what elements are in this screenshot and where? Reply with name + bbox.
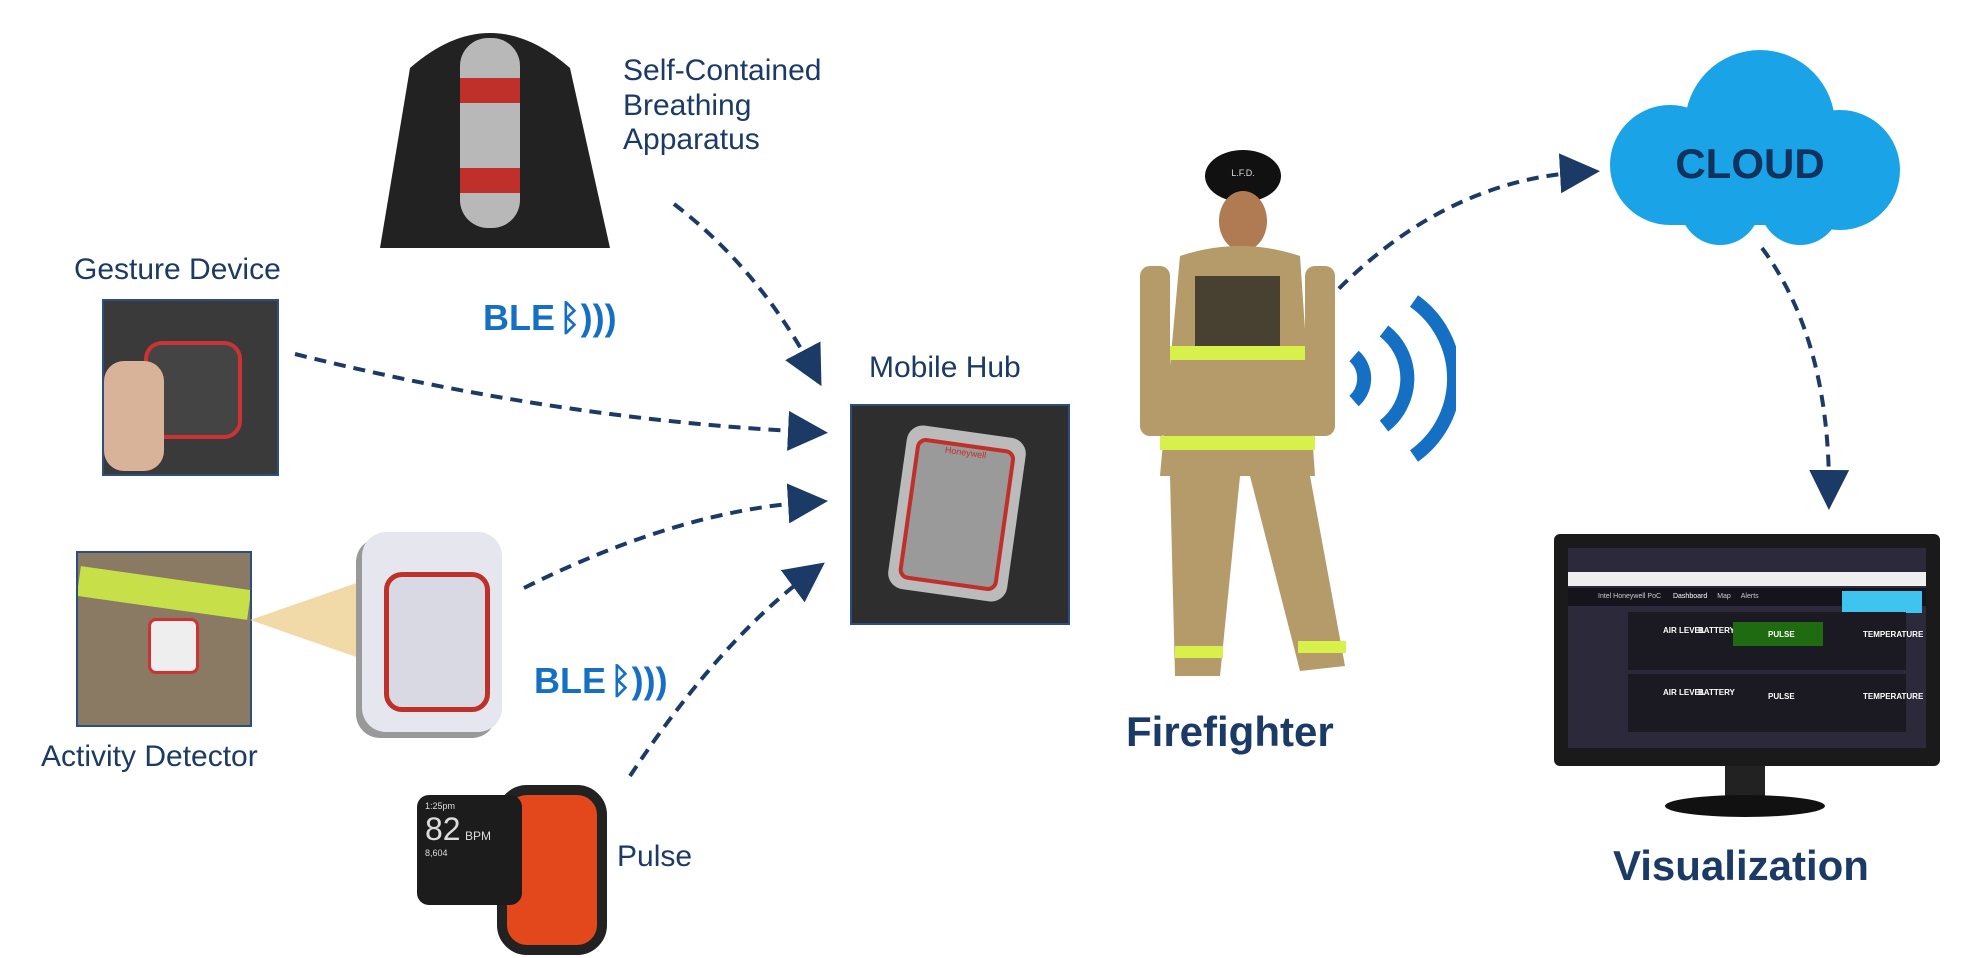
cloud-label: CLOUD — [1675, 140, 1825, 187]
mobile-hub-photo: Honeywell — [850, 404, 1070, 625]
helmet-text: L.F.D. — [1231, 168, 1255, 178]
monitor: Intel Honeywell PoC Dashboard Map Alerts… — [1554, 534, 1940, 766]
visualization-label: Visualization — [1613, 842, 1869, 889]
bluetooth-icon: ᛒ))) — [559, 297, 617, 338]
ble-label: BLE — [483, 297, 555, 338]
arrow-gesture-to-hub — [294, 352, 828, 451]
watch-time: 1:25pm — [425, 801, 456, 811]
cloud-icon — [1610, 50, 1900, 245]
arrow-scba-to-hub — [672, 202, 822, 387]
pulse-label: Pulse — [617, 840, 693, 873]
air-level: AIR LEVEL — [1663, 688, 1705, 697]
watch-steps: 8,604 — [425, 848, 448, 858]
watch-bpm: 82 — [425, 811, 461, 847]
ble-label: BLE — [534, 660, 606, 701]
monitor-neck — [1725, 766, 1765, 796]
scba-label-line: Self-Contained — [623, 54, 822, 87]
scba-label: Self-Contained Breathing Apparatus — [623, 54, 821, 158]
scba-label-line: Breathing — [623, 88, 752, 122]
bluetooth-icon: ᛒ))) — [610, 660, 668, 701]
wireless-signal-icon — [1349, 295, 1456, 462]
monitor-row[interactable]: AIR LEVEL BATTERY PULSE TEMPERATURE — [1628, 612, 1923, 670]
mobile-hub-label: Mobile Hub — [869, 351, 1021, 384]
hub-brand: Honeywell — [897, 436, 1017, 593]
arrow-activity-to-hub — [523, 483, 828, 590]
activity-detector-label: Activity Detector — [41, 740, 258, 773]
battery: BATTERY — [1698, 626, 1735, 635]
watch-bpm-unit: BPM — [465, 829, 492, 843]
pulse-watch: 1:25pm 82 BPM 8,604 — [407, 775, 607, 955]
arrow-pulse-to-hub — [628, 562, 825, 778]
firefighter-label: Firefighter — [1126, 708, 1334, 755]
monitor-screen: Intel Honeywell PoC Dashboard Map Alerts… — [1568, 548, 1926, 748]
battery: BATTERY — [1698, 688, 1735, 697]
tab-alerts[interactable]: Alerts — [1740, 593, 1759, 600]
scba-image — [340, 8, 640, 253]
firefighter-image: L.F.D. — [1100, 146, 1375, 694]
gesture-device-photo — [102, 299, 279, 476]
temperature-field: TEMPERATURE — [1863, 692, 1924, 701]
zoom-beam — [250, 580, 365, 660]
app-title: Intel Honeywell PoC — [1598, 593, 1662, 600]
pulse-field: PULSE — [1768, 692, 1795, 701]
gesture-device-label: Gesture Device — [74, 253, 281, 286]
arrow-firefighter-to-cloud — [1323, 153, 1600, 305]
tab-dashboard[interactable]: Dashboard — [1672, 593, 1708, 600]
scba-label-line: Apparatus — [623, 123, 760, 156]
notification-toast[interactable] — [1842, 591, 1922, 613]
arrow-cloud-to-visualization — [1760, 246, 1850, 510]
activity-detector-device — [362, 532, 502, 732]
air-level: AIR LEVEL — [1663, 626, 1705, 635]
temperature-field: TEMPERATURE — [1863, 630, 1924, 639]
monitor-row[interactable]: AIR LEVEL BATTERY PULSE TEMPERATURE — [1628, 674, 1923, 732]
tab-map[interactable]: Map — [1717, 593, 1731, 600]
monitor-stand — [1665, 795, 1825, 817]
pulse-field: PULSE — [1768, 630, 1795, 639]
activity-detector-photo — [76, 551, 252, 727]
